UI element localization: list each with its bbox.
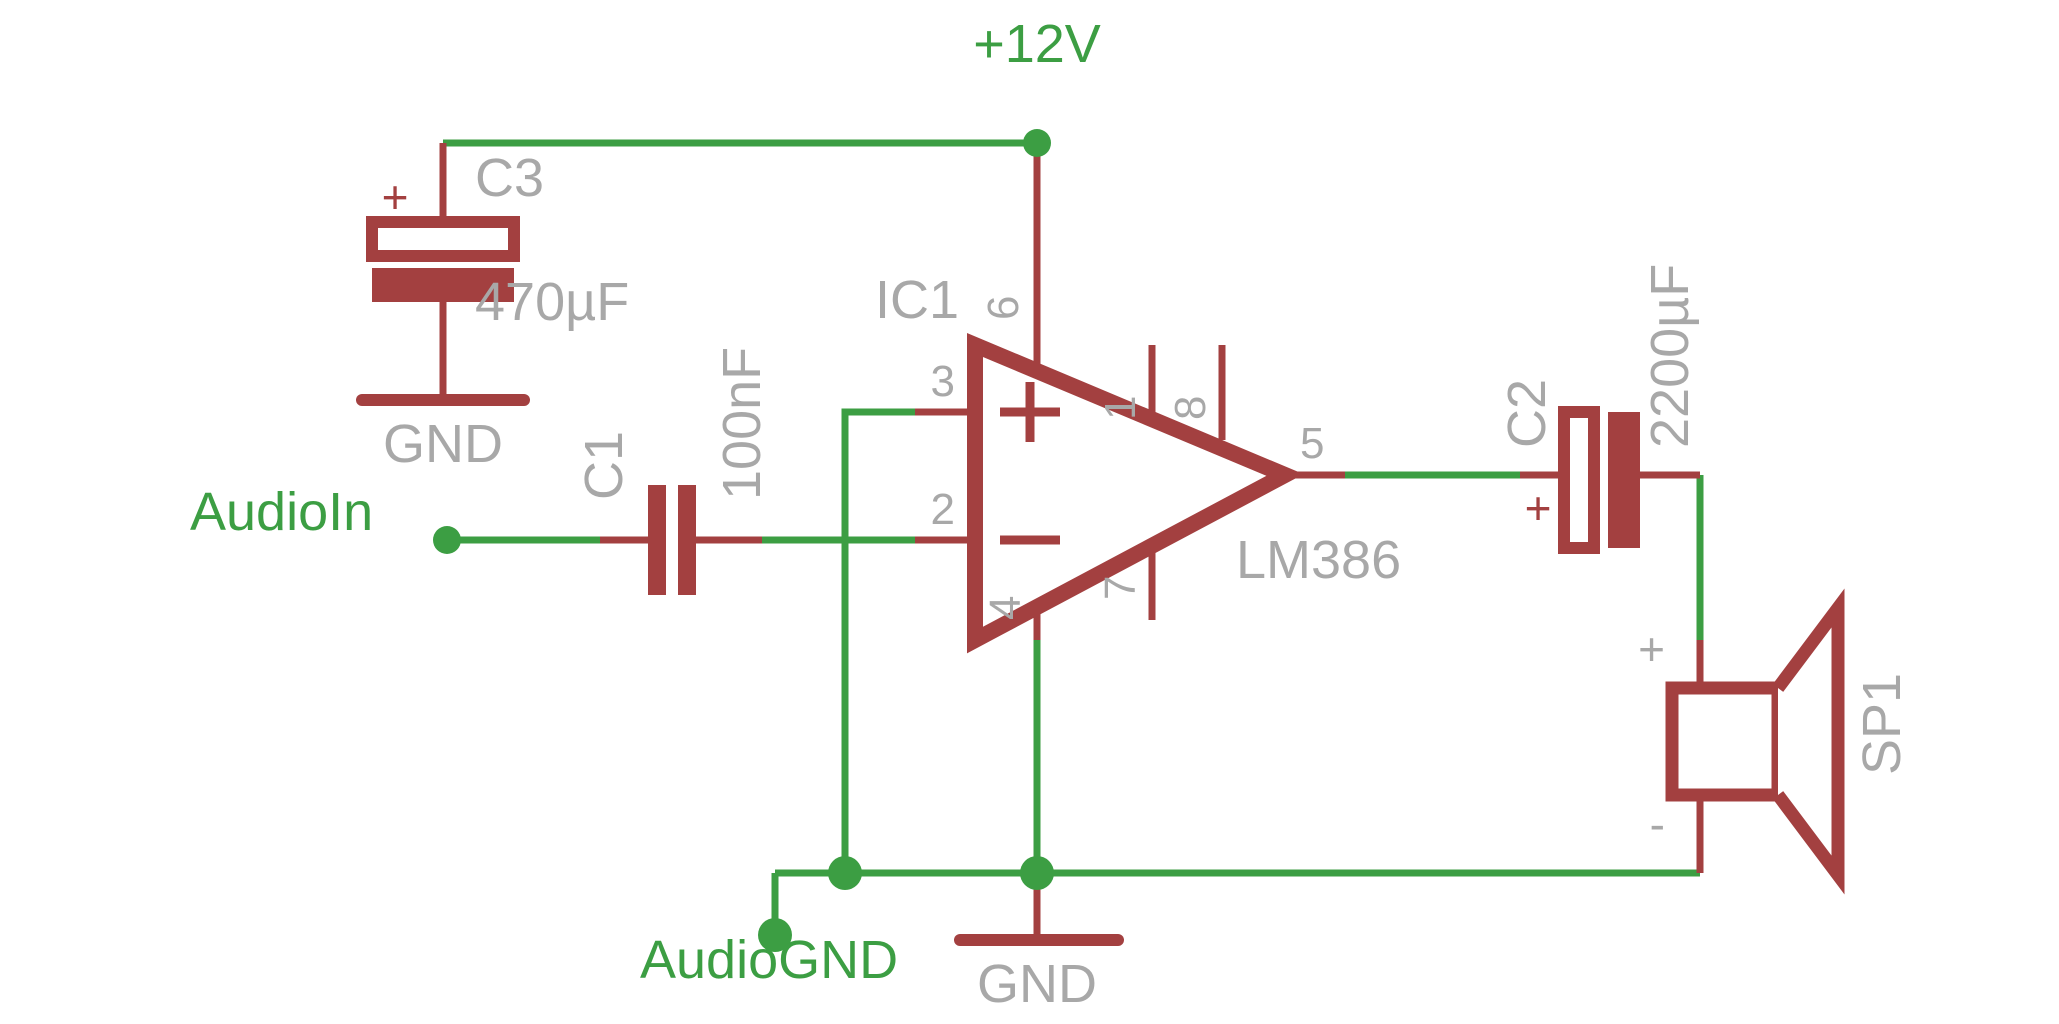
speaker-cone [1772, 588, 1845, 895]
c2-plate-negative [1608, 412, 1640, 548]
pin-number-5: 5 [1300, 419, 1324, 468]
pin-number-7: 7 [1096, 576, 1145, 600]
label-ref-c1: C1 [574, 431, 634, 500]
label-ref-c3: C3 [475, 148, 544, 208]
ground-label-ic: GND [977, 954, 1097, 1014]
c1-plate-left [648, 485, 666, 595]
pin-number-6: 6 [979, 296, 1028, 320]
net-label-audio-in: AudioIn [190, 482, 373, 542]
net-label-audio-gnd: AudioGND [640, 930, 898, 990]
net-wires [443, 139, 1704, 935]
c3-plate-negative [372, 268, 514, 302]
label-polarity-c2: + [1525, 482, 1552, 534]
label-polarity-c3: + [382, 171, 409, 223]
label-ref-c2: C2 [1497, 379, 1557, 448]
net-label-vcc: +12V [973, 14, 1101, 74]
junction-dots [433, 129, 1054, 952]
c1-plate-right [678, 485, 696, 595]
pin-number-3: 3 [931, 357, 955, 406]
label-value-ic1: LM386 [1236, 530, 1401, 590]
component-IC1[interactable] [967, 332, 1304, 654]
junction-dot-gnd-ic [1020, 856, 1054, 890]
component-SP1[interactable] [1665, 588, 1845, 895]
c3-plate-positive [366, 216, 520, 262]
label-ref-ic1: IC1 [875, 270, 959, 330]
speaker-body [1665, 681, 1785, 802]
label-value-c3: 470µF [475, 272, 629, 332]
label-ref-sp1: SP1 [1852, 673, 1912, 775]
wire-pin3-to-gnd [841, 408, 915, 873]
label-terminal-plus-sp1: + [1638, 623, 1665, 675]
label-value-c1: 100nF [712, 347, 772, 500]
label-value-c2: 2200µF [1640, 264, 1700, 448]
ground-label-c3: GND [383, 414, 503, 474]
pin-number-4: 4 [981, 596, 1030, 620]
c2-plate-positive [1558, 406, 1600, 554]
pin-number-2: 2 [931, 485, 955, 534]
component-C3[interactable] [366, 216, 520, 302]
component-C1[interactable] [648, 485, 696, 595]
junction-dot-gnd-rail [828, 856, 862, 890]
junction-dot-audioin [433, 526, 461, 554]
pin-number-1: 1 [1096, 396, 1145, 420]
component-C2[interactable] [1558, 406, 1640, 554]
component-leads [356, 143, 1704, 946]
opamp-triangle-body [967, 332, 1304, 654]
junction-dot-audiognd [758, 918, 792, 952]
label-terminal-minus-sp1: - [1650, 798, 1665, 850]
junction-dot-vcc [1023, 129, 1051, 157]
opamp-plus-marker [1000, 382, 1060, 442]
pin-number-8: 8 [1166, 396, 1215, 420]
